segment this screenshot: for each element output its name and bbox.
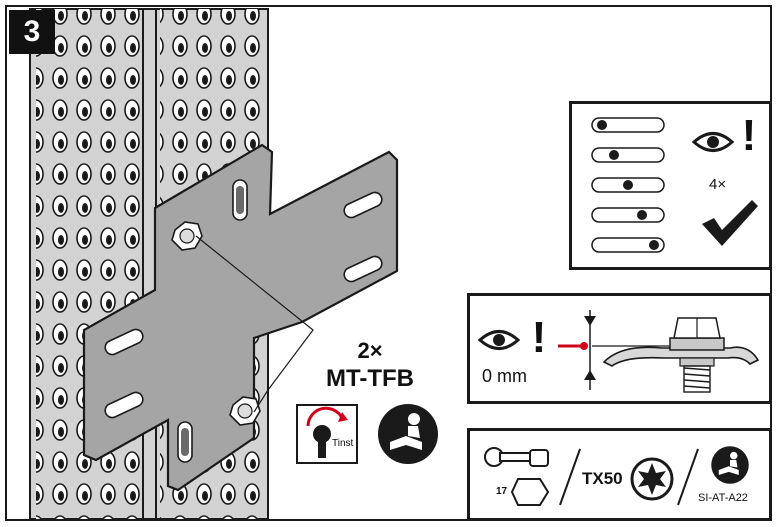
hex-size: 17 (496, 486, 508, 497)
flush-mount-panel: ! 0 mm (467, 293, 772, 404)
slot-inspection-panel: ! 4× (569, 101, 772, 270)
exclamation-icon: ! (741, 111, 757, 160)
ratchet-icon (484, 447, 549, 467)
slot-position-icon (591, 117, 665, 253)
leader-line (195, 235, 314, 413)
torx-icon (630, 457, 674, 501)
flush-distance: 0 mm (482, 366, 527, 386)
checkmark-icon (702, 200, 758, 246)
bolt-section-illustration (558, 310, 760, 393)
fastener-product: MT-TFB (326, 365, 414, 392)
eye-icon (478, 330, 520, 350)
read-manual-icon (378, 404, 438, 464)
exclamation-icon: ! (531, 313, 547, 362)
tools-panel: 17 TX50 SI-AT-A22 (467, 428, 772, 521)
torque-subscript: Tinst (332, 438, 354, 449)
eye-icon (692, 132, 734, 152)
manual-reference: SI-AT-A22 (698, 492, 748, 504)
step-badge: 3 (9, 10, 55, 54)
separator-slash (559, 448, 581, 506)
hex-socket-icon (510, 478, 550, 506)
inspection-count: 4× (709, 176, 727, 193)
nut-lower (229, 396, 261, 426)
nut-upper (171, 221, 203, 251)
separator-slash (677, 448, 699, 506)
torx-size: TX50 (582, 469, 623, 488)
read-manual-icon (711, 446, 749, 484)
connection-plate (82, 143, 399, 492)
fastener-quantity: 2× (357, 338, 383, 363)
torque-wrench-icon: Tinst (296, 404, 358, 464)
